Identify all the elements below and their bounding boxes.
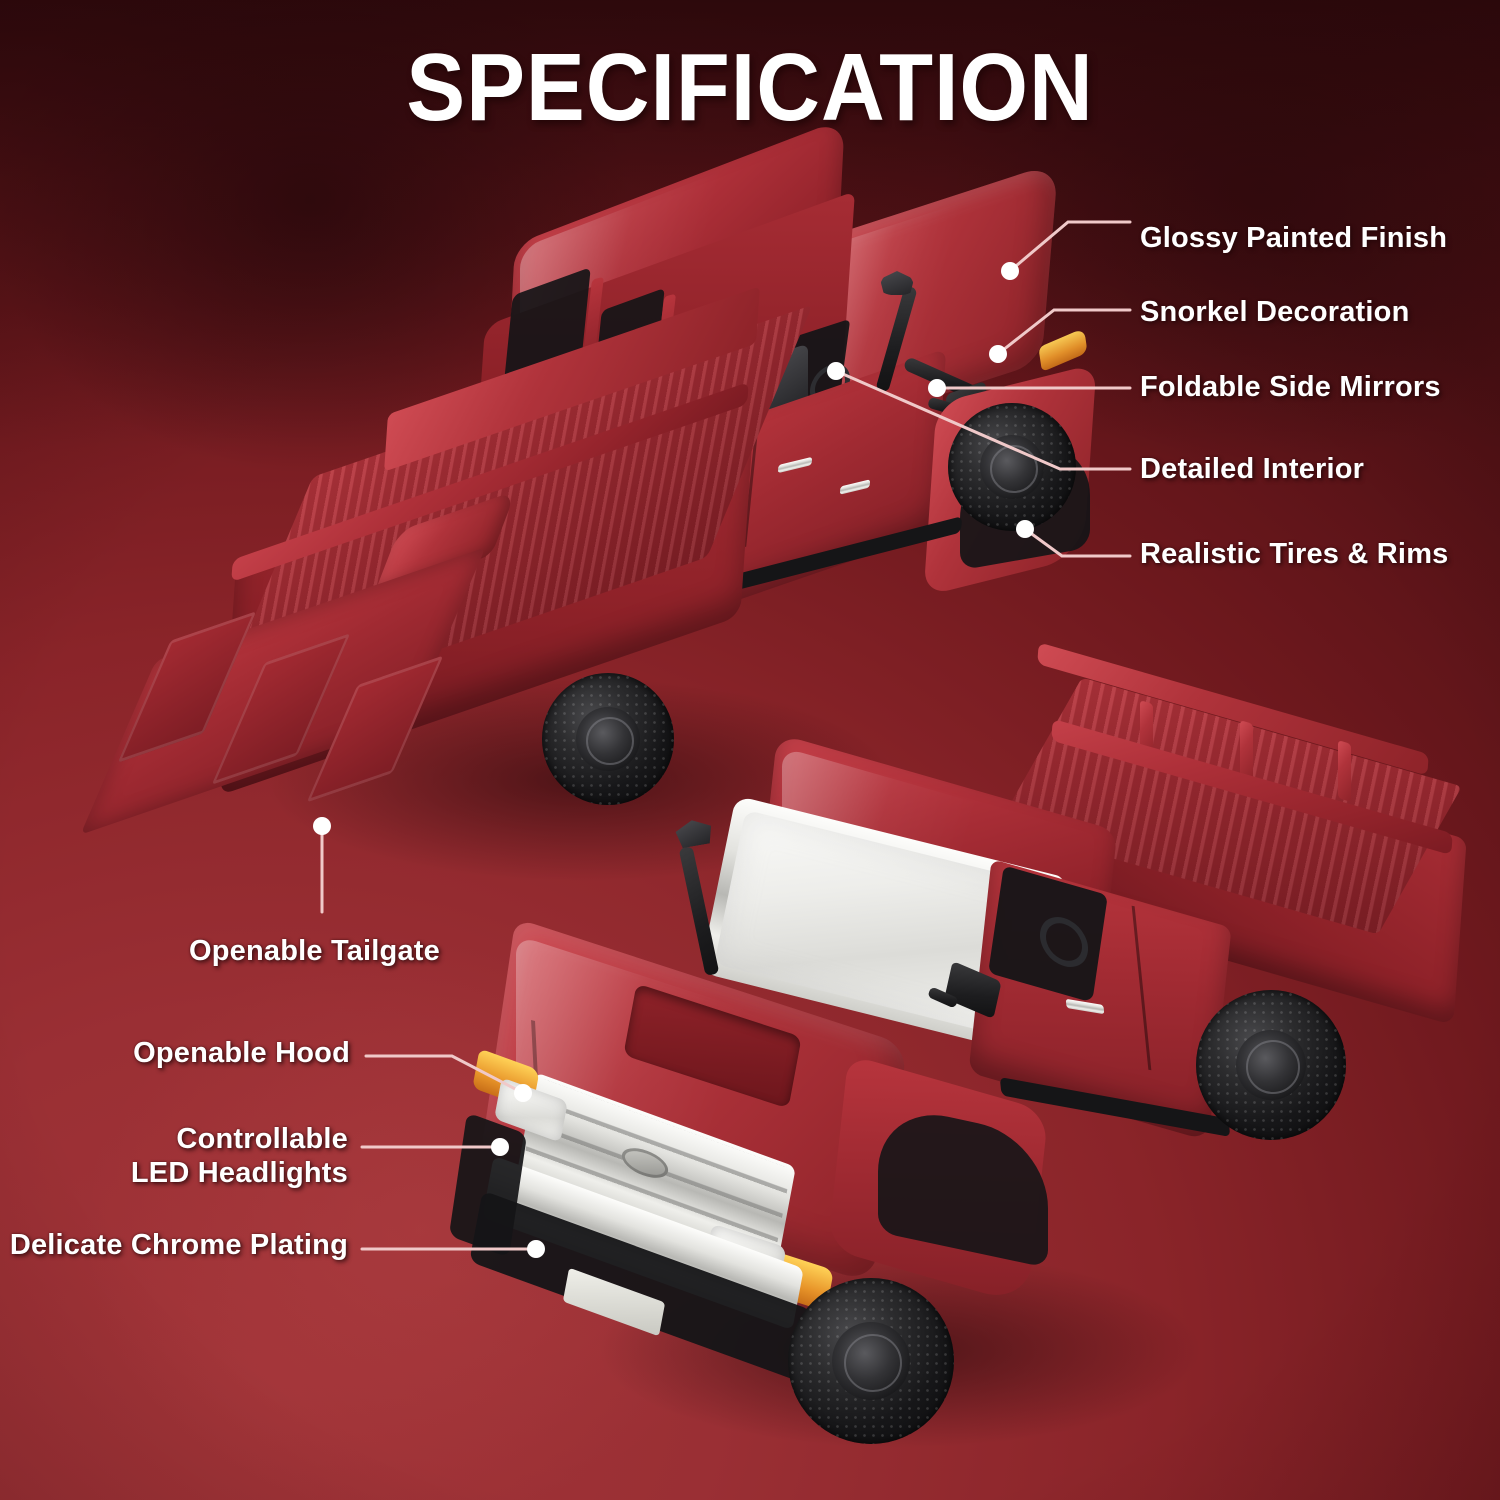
callout-label-delicate-chrome-plating: Delicate Chrome Plating [9,1229,348,1261]
callout-label-glossy-painted-finish: Glossy Painted Finish [1140,222,1448,254]
top-truck-rear-tire [542,673,674,805]
bottom-truck-bed-stake-3 [1338,740,1351,802]
top-truck-front-turn-signal [1038,327,1088,373]
top-truck-front-tire [948,403,1076,531]
callout-label-controllable-led-headlights: Controllable LED Headlights [130,1123,348,1190]
page-title: SPECIFICATION [406,34,1094,141]
callout-label-openable-hood: Openable Hood [133,1037,350,1069]
callout-label-detailed-interior: Detailed Interior [1140,453,1365,485]
bottom-truck-rear-rim-ring [1246,1040,1300,1094]
callout-label-realistic-tires-rims: Realistic Tires & Rims [1140,538,1449,570]
bottom-truck-front-tire [788,1278,954,1444]
callout-label-foldable-side-mirrors: Foldable Side Mirrors [1140,371,1441,403]
top-truck-front-rim-ring [990,445,1038,493]
bottom-truck-front-rim-ring [844,1334,902,1392]
bottom-truck [440,642,1500,1490]
callout-label-snorkel-decoration: Snorkel Decoration [1140,296,1410,328]
top-truck-rear-rim-ring [586,717,634,765]
bottom-truck-rear-tire [1196,990,1346,1140]
bottom-truck-snorkel-head-icon [674,817,714,849]
callout-label-openable-tailgate: Openable Tailgate [188,935,440,967]
